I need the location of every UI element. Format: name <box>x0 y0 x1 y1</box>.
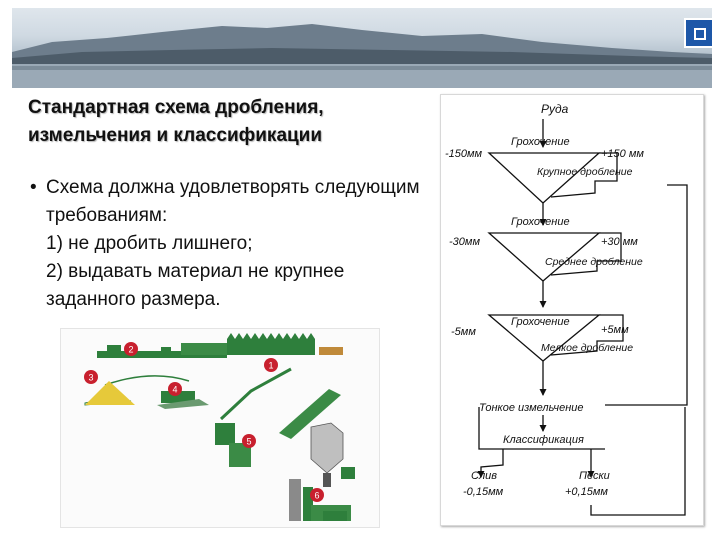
stage2-crusher-label: Среднее дробление <box>545 256 643 268</box>
slide-title: Стандартная схема дробления, измельчения… <box>28 94 428 150</box>
stage1-oversize-label: +150 мм <box>601 148 644 160</box>
equipment-marker-label: 5 <box>246 437 251 447</box>
stage1-undersize-label: -150мм <box>445 148 483 160</box>
requirement-2: 2) выдавать материал не крупнее заданног… <box>46 261 345 310</box>
equipment-marker-5 <box>242 434 256 448</box>
stage2-oversize-label: +30 мм <box>601 236 638 248</box>
equipment-marker-6 <box>310 488 324 502</box>
equipment-marker-label: 4 <box>172 385 177 395</box>
stage3-crusher-label: Мелкое дробление <box>541 342 633 354</box>
logo-icon <box>684 18 712 48</box>
overflow-label: Слив <box>471 470 497 482</box>
equipment-marker-2 <box>124 342 138 356</box>
ore-label: Руда <box>541 102 569 116</box>
stage1-crusher-label: Крупное дробление <box>537 166 633 178</box>
stage3-oversize-label: +5мм <box>601 324 629 336</box>
header-landscape-image <box>12 8 712 88</box>
sands-size-label: +0,15мм <box>565 486 608 498</box>
requirement-1: 1) не дробить лишнего; <box>46 233 253 254</box>
plant-illustration: 1 2 3 4 5 6 <box>84 333 355 521</box>
equipment-marker-label: 3 <box>88 373 93 383</box>
title-line-2: измельчения и классификации <box>28 125 323 146</box>
crushing-flowsheet: Руда Грохочение -150мм +150 мм Крупное д… <box>440 94 704 526</box>
classification-label: Классификация <box>503 434 584 446</box>
equipment-marker-3 <box>84 370 98 384</box>
fine-grinding-label: Тонкое измельчение <box>479 402 584 414</box>
stage3-undersize-label: -5мм <box>451 326 476 338</box>
bullet-intro-text: Схема должна удовлетворять следующим тре… <box>46 177 420 226</box>
flowsheet-diagram: Руда Грохочение -150мм +150 мм Крупное д… <box>445 102 688 516</box>
equipment-marker-label: 6 <box>314 491 319 501</box>
stage2-undersize-label: -30мм <box>449 236 480 248</box>
requirements-list: • Схема должна удовлетворять следующим тр… <box>30 174 420 314</box>
stage2-screen-label: Грохочение <box>511 216 570 228</box>
bullet-item: • Схема должна удовлетворять следующим тр… <box>30 174 420 230</box>
sands-label: Пески <box>579 470 610 482</box>
overflow-size-label: -0,15мм <box>463 486 504 498</box>
equipment-marker-4 <box>168 382 182 396</box>
equipment-marker-label: 1 <box>268 361 273 371</box>
title-line-1: Стандартная схема дробления, <box>28 97 324 118</box>
plant-equipment-diagram: 1 2 3 4 5 6 <box>60 328 380 528</box>
equipment-marker-label: 2 <box>128 345 133 355</box>
stage1-screen-label: Грохочение <box>511 136 570 148</box>
equipment-marker-1 <box>264 358 278 372</box>
landscape-illustration <box>12 24 712 88</box>
bullet-icon: • <box>30 177 37 198</box>
stage3-screen-label: Грохочение <box>511 316 570 328</box>
